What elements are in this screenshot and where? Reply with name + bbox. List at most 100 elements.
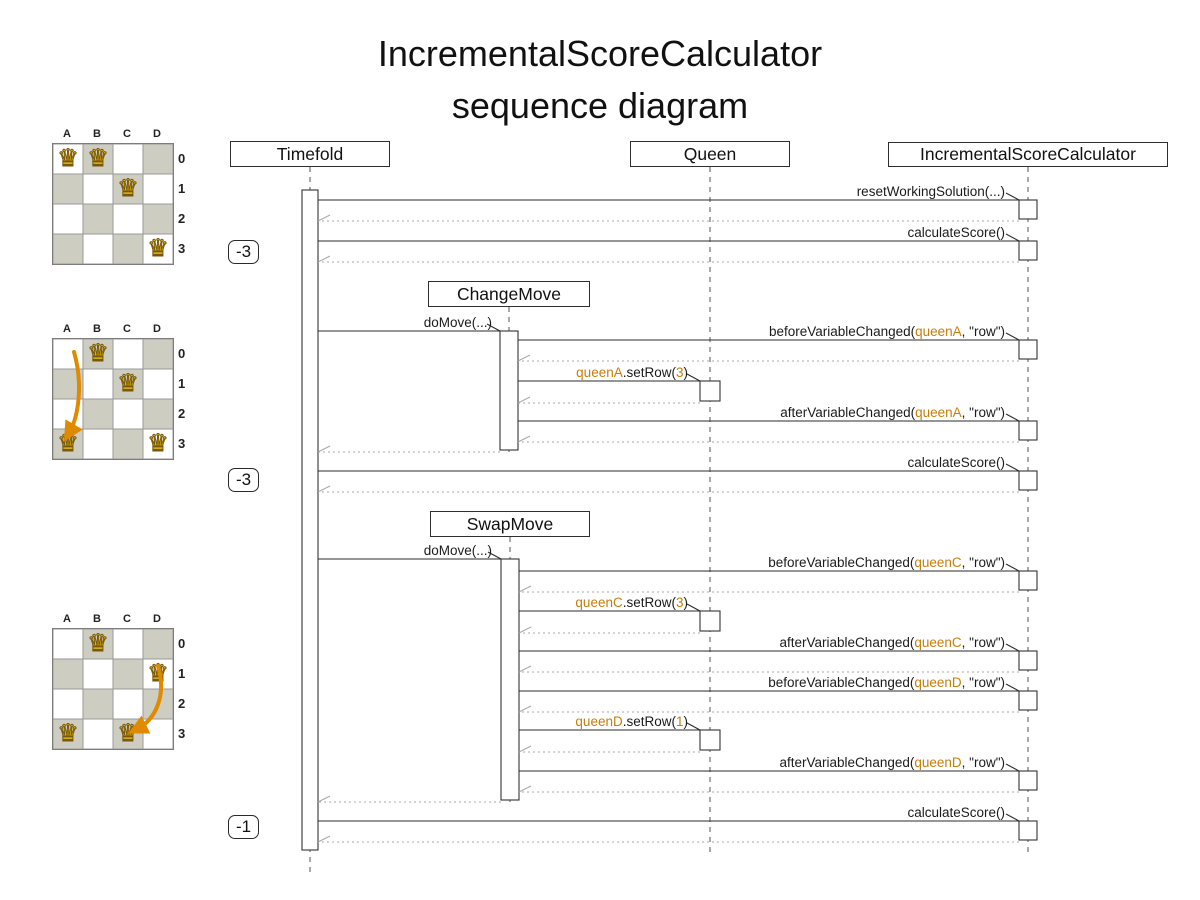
board-cell-C0 xyxy=(113,144,143,174)
column-label: B xyxy=(93,613,101,625)
activation-bar xyxy=(1018,770,1038,791)
message-label-segment: doMove(...) xyxy=(423,315,492,330)
column-label: C xyxy=(123,613,131,625)
board-cell-B3 xyxy=(83,429,113,459)
board-cell-B1 xyxy=(83,174,113,204)
call-arrowhead xyxy=(686,373,701,382)
call-arrowhead xyxy=(1005,643,1020,652)
board-cell-B0: ♛ xyxy=(83,339,113,369)
board-cell-C0 xyxy=(113,339,143,369)
board-cell-B3 xyxy=(83,719,113,749)
message-label-segment: , "row") xyxy=(961,324,1005,339)
participant-changemove: ChangeMove xyxy=(428,281,590,307)
participant-swapmove: SwapMove xyxy=(430,511,590,537)
board-cell-A0 xyxy=(53,339,83,369)
message-label-segment: resetWorkingSolution(...) xyxy=(856,184,1005,199)
call-arrowhead xyxy=(1005,763,1020,772)
message-label-segment: afterVariableChanged( xyxy=(779,635,915,650)
message-label: queenA.setRow(3) xyxy=(576,365,688,380)
board-cell-C3: ♛ xyxy=(113,719,143,749)
message-label-segment: , "row") xyxy=(961,635,1005,650)
board-cell-A3: ♛ xyxy=(53,429,83,459)
board-cell-C1: ♛ xyxy=(113,174,143,204)
call-arrowhead xyxy=(487,551,502,560)
board-cell-B0: ♛ xyxy=(83,144,113,174)
activation-bar xyxy=(699,729,721,751)
message-label-segment: 3 xyxy=(675,595,684,610)
queen-icon: ♛ xyxy=(147,430,169,457)
row-label: 2 xyxy=(178,210,186,226)
activation-bar xyxy=(1018,420,1038,441)
message-label-segment: calculateScore() xyxy=(907,225,1005,240)
board-cell-D2 xyxy=(143,689,173,719)
message-label-segment: queenD xyxy=(914,675,962,690)
message-label-segment: queenA xyxy=(915,324,962,339)
board-cell-A2 xyxy=(53,204,83,234)
queen-icon: ♛ xyxy=(57,145,79,172)
board-grid: ♛♛♛♛ xyxy=(52,143,174,265)
diagram-title: IncrementalScoreCalculator sequence diag… xyxy=(0,28,1200,132)
board-cell-A1 xyxy=(53,174,83,204)
message-label-segment: queenA xyxy=(576,365,623,380)
return-arrowhead xyxy=(317,485,331,493)
return-arrowhead xyxy=(517,354,531,362)
message-label-segment: doMove(...) xyxy=(423,543,492,558)
title-line-2: sequence diagram xyxy=(451,85,749,126)
activation-bar xyxy=(1018,570,1038,591)
board-cell-D1: ♛ xyxy=(143,659,173,689)
board-cell-B2 xyxy=(83,204,113,234)
activation-bar xyxy=(1018,820,1038,841)
board-cell-A0: ♛ xyxy=(53,144,83,174)
board-cell-A3: ♛ xyxy=(53,719,83,749)
message-label-segment: queenC xyxy=(914,635,962,650)
board-cell-B2 xyxy=(83,399,113,429)
message-label: resetWorkingSolution(...) xyxy=(857,184,1005,199)
return-arrowhead xyxy=(518,626,532,634)
column-label: D xyxy=(153,613,161,625)
board-cell-C2 xyxy=(113,399,143,429)
message-label-segment: queenA xyxy=(915,405,962,420)
call-arrowhead xyxy=(1005,413,1020,422)
return-arrowhead xyxy=(317,445,331,453)
activation-bar xyxy=(1018,690,1038,711)
message-label-segment: , "row") xyxy=(961,555,1005,570)
board-cell-C1: ♛ xyxy=(113,369,143,399)
message-label-segment: beforeVariableChanged( xyxy=(768,555,915,570)
board-cell-D2 xyxy=(143,399,173,429)
message-label: afterVariableChanged(queenD, "row") xyxy=(780,755,1005,770)
message-label-segment: , "row") xyxy=(961,755,1005,770)
column-label: D xyxy=(153,128,161,140)
queen-icon: ♛ xyxy=(117,175,139,202)
message-label: queenD.setRow(1) xyxy=(575,714,688,729)
board-cell-D3: ♛ xyxy=(143,429,173,459)
column-label: C xyxy=(123,128,131,140)
row-label: 0 xyxy=(178,345,186,361)
row-label: 1 xyxy=(178,180,186,196)
board-cell-C3 xyxy=(113,429,143,459)
participant-queen: Queen xyxy=(630,141,790,167)
message-label-segment: afterVariableChanged( xyxy=(780,405,916,420)
board-cell-C1 xyxy=(113,659,143,689)
message-label: beforeVariableChanged(queenC, "row") xyxy=(768,555,1005,570)
activation-bar xyxy=(1018,240,1038,261)
activation-bar xyxy=(1018,470,1038,491)
message-label-segment: queenD xyxy=(914,755,962,770)
activation-bar xyxy=(1018,339,1038,360)
message-label-segment: .setRow( xyxy=(622,714,676,729)
queen-icon: ♛ xyxy=(87,145,109,172)
message-label-segment: beforeVariableChanged( xyxy=(768,675,915,690)
queen-icon: ♛ xyxy=(117,370,139,397)
message-label-segment: , "row") xyxy=(961,405,1005,420)
message-label: afterVariableChanged(queenA, "row") xyxy=(780,405,1005,420)
message-label: calculateScore() xyxy=(907,225,1005,240)
activation-bar xyxy=(499,330,519,451)
board-cell-B1 xyxy=(83,369,113,399)
call-arrowhead xyxy=(1005,332,1020,341)
call-arrowhead xyxy=(1005,563,1020,572)
board-cell-D1 xyxy=(143,174,173,204)
message-label-segment: calculateScore() xyxy=(907,455,1005,470)
